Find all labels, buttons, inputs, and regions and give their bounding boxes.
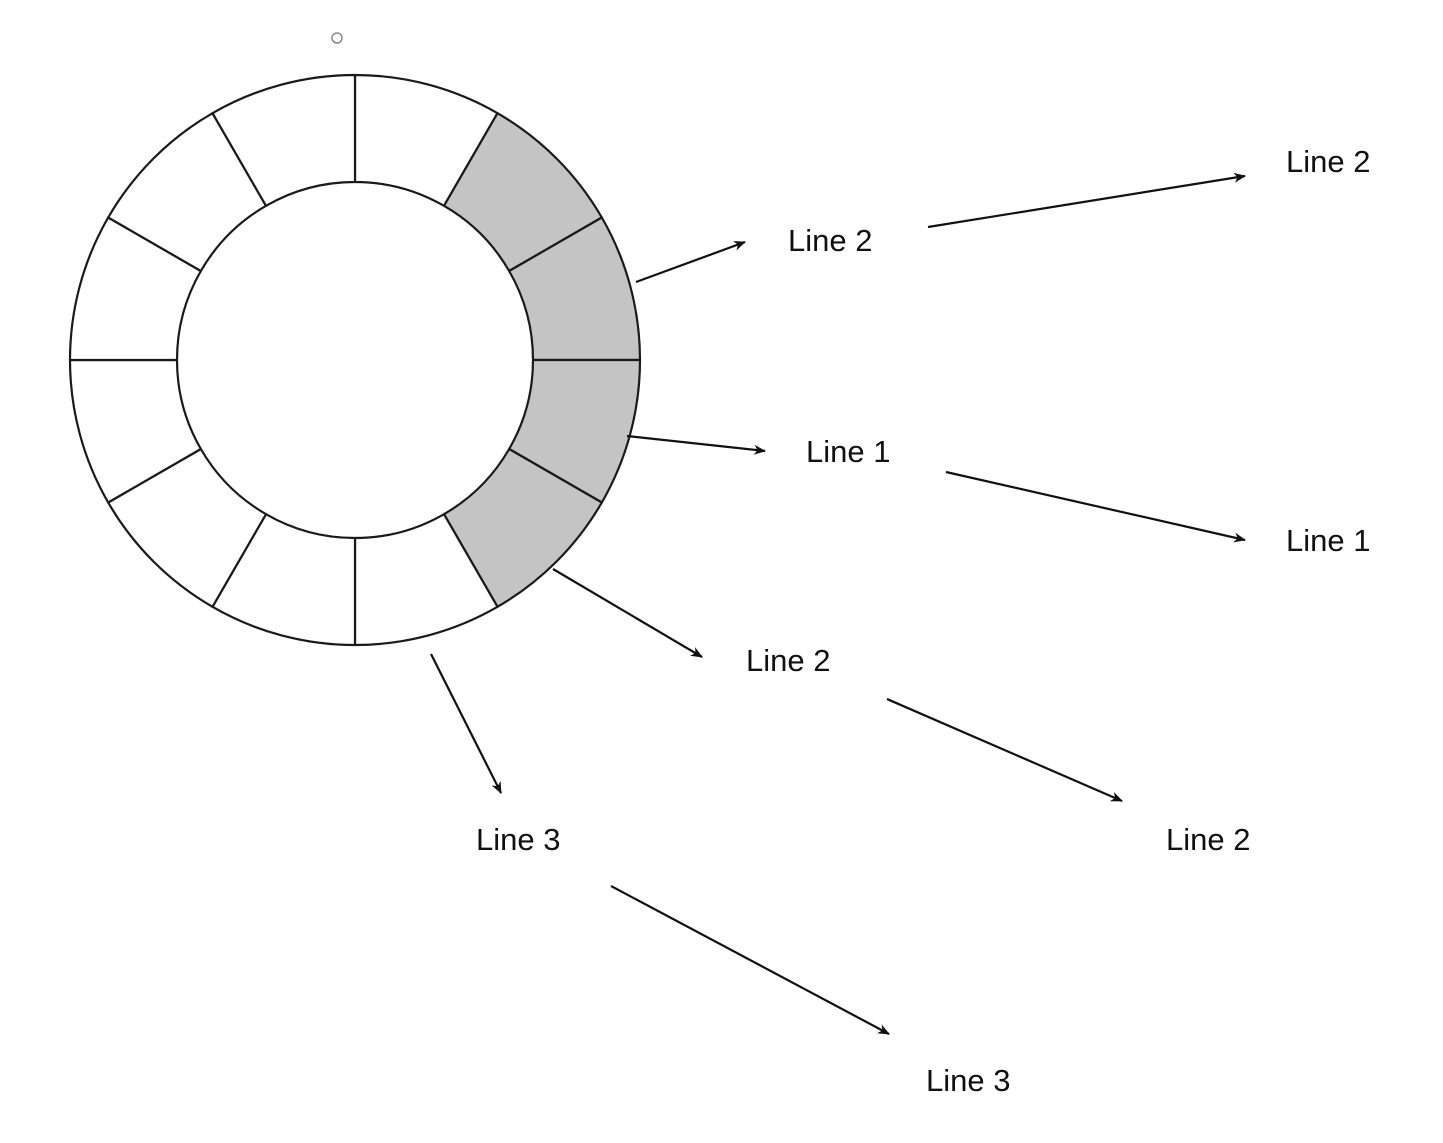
label-line2-upper: Line 2 (788, 223, 872, 258)
segmented-ring (68, 73, 642, 647)
arrow-ring-to-line2-upper (635, 240, 746, 284)
label-line1-middle: Line 1 (806, 434, 890, 469)
arrow-line3-to-line3-bottom (610, 885, 890, 1035)
label-line1-right: Line 1 (1286, 523, 1370, 558)
label-line2-lower: Line 2 (746, 643, 830, 678)
label-line3-left: Line 3 (476, 822, 560, 857)
arrow-ring-to-line1 (626, 434, 766, 455)
label-line2-bottom-right: Line 2 (1166, 822, 1250, 857)
arrow-line2-to-line2-top (927, 172, 1246, 229)
arrow-ring-to-line3 (430, 653, 502, 794)
ring-segment (211, 73, 357, 207)
label-line3-bottom: Line 3 (926, 1063, 1010, 1098)
arrow-line2-to-line2-bottom (886, 697, 1123, 803)
arrow-line1-to-line1-right (945, 470, 1246, 543)
arrow-ring-to-line2-lower (552, 568, 703, 658)
arrows (430, 172, 1246, 1035)
labels: Line 2 Line 2 Line 1 Line 1 Line 2 Line … (476, 144, 1370, 1098)
small-circle-mark (331, 32, 343, 44)
label-line2-top-right: Line 2 (1286, 144, 1370, 179)
